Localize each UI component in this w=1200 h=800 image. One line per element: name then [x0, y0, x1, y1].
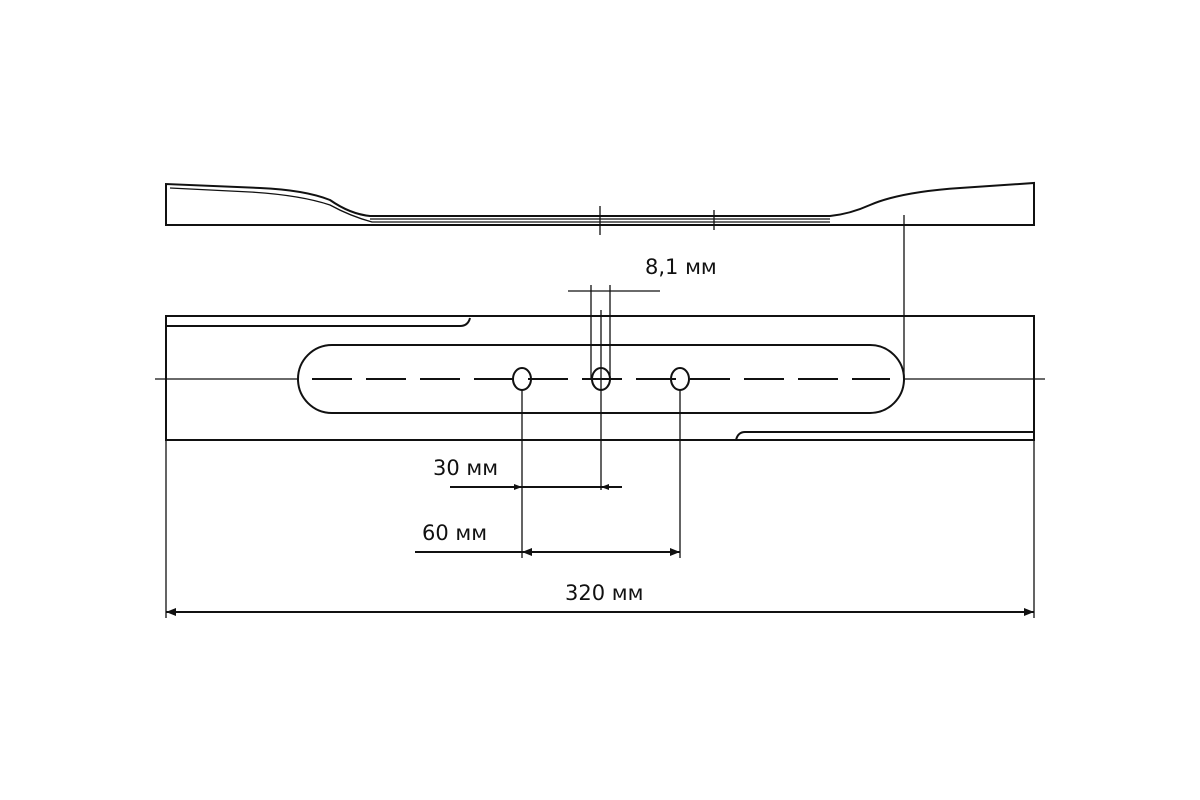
dimension-lines	[165, 285, 1035, 618]
hole-offset-label: 30 мм	[433, 456, 498, 480]
total-length-label: 320 мм	[565, 581, 643, 605]
blade-side-view	[165, 181, 1035, 378]
blade-top-view	[155, 315, 1045, 441]
hole-spacing-label: 60 мм	[422, 521, 487, 545]
slot-width-label: 8,1 мм	[645, 255, 717, 279]
